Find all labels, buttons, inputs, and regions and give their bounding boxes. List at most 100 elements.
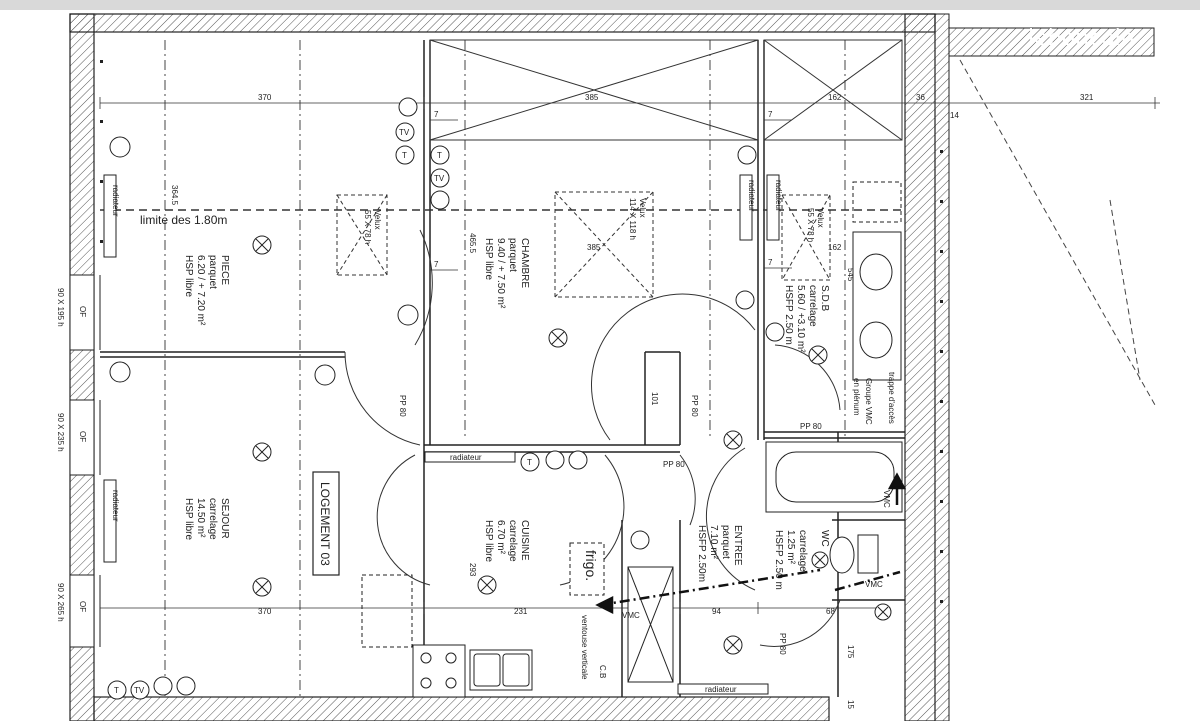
svg-text:9.40 / + 7.50 m²: 9.40 / + 7.50 m² (495, 238, 506, 309)
svg-text:1.25 m²: 1.25 m² (785, 530, 796, 565)
svg-text:SEJOUR: SEJOUR (219, 498, 230, 539)
vmc-label-3: VMC (622, 611, 640, 620)
cb-label: C.B (598, 665, 607, 678)
velux-mid (554, 191, 654, 298)
svg-text:parquet: parquet (507, 238, 518, 272)
window-2: 90 X 235 h OF (56, 413, 87, 452)
dim-7d: 7 (768, 258, 773, 267)
radiator-label-2: radiateur (111, 490, 120, 522)
window-3: 90 X 265 h OF (56, 583, 87, 622)
dim-bottom-68: 68 (826, 607, 835, 616)
velux-left (336, 194, 388, 276)
room-sdb: S.D.B carrelage 5.60 / +3.10 m² HSFP 2.5… (783, 285, 830, 353)
room-entree: ENTREE parquet 7.10 m² HSFP 2.50m (696, 525, 743, 582)
trappe-label: trappe d'accès (887, 372, 896, 424)
ventouse-label: ventouse verticale (580, 615, 589, 680)
velux-left-size: 55 X 78 h (363, 210, 372, 244)
room-sejour: SEJOUR carrelage 14.50 m² HSP libre (183, 498, 230, 540)
tv-sockets (107, 122, 540, 700)
svg-text:6.70 m²: 6.70 m² (495, 520, 506, 555)
tv-socket-label-2: TV (434, 174, 445, 183)
svg-text:ENTREE: ENTREE (732, 525, 743, 566)
dim-v-175: 175 (846, 645, 855, 659)
room-chambre: CHAMBRE parquet 9.40 / + 7.50 m² HSP lib… (483, 238, 530, 309)
velux-left-label: Velux (373, 210, 382, 230)
pp80-label-5: PP 80 (778, 633, 787, 655)
door-swings (344, 229, 841, 647)
dim-v-101: 101 (650, 392, 659, 406)
pp80-label-4: PP 80 (663, 460, 685, 469)
svg-text:WC: WC (819, 530, 830, 547)
radiator-label-6: radiateur (705, 685, 737, 694)
interior-walls (100, 40, 905, 697)
t-socket-label-2: T (437, 151, 442, 160)
wall-studs (100, 60, 943, 603)
svg-text:HSP libre: HSP libre (483, 520, 494, 562)
axis-lines (164, 40, 846, 697)
svg-text:OF: OF (78, 601, 87, 612)
svg-text:S.D.B: S.D.B (819, 285, 830, 311)
dim-top-36: 36 (916, 93, 925, 102)
svg-text:HSP libre: HSP libre (183, 255, 194, 297)
vmc-label-2: VMC (865, 580, 883, 589)
svg-text:OF: OF (78, 306, 87, 317)
dim-v-162b: 162 (828, 243, 842, 252)
svg-text:6.20 / + 7.20 m²: 6.20 / + 7.20 m² (195, 255, 206, 326)
t-socket-label-1: T (402, 151, 407, 160)
svg-text:7.10 m²: 7.10 m² (708, 525, 719, 560)
velux-right-size: 55 X 78 h (806, 208, 815, 242)
small-dim-markers (430, 119, 792, 271)
title-box (312, 471, 340, 576)
dim-top-321: 321 (1080, 93, 1094, 102)
svg-text:HSP libre: HSP libre (483, 238, 494, 280)
watermark-logo: leboncoin (1028, 26, 1135, 51)
dim-v-465: 465.5 (468, 233, 477, 254)
svg-text:parquet: parquet (720, 525, 731, 559)
groupe-vmc-label: Groupe VMC (864, 378, 873, 425)
dim-top-14: 14 (950, 111, 959, 120)
svg-text:90 X 195 h: 90 X 195 h (56, 288, 65, 327)
svg-text:90 X 235 h: 90 X 235 h (56, 413, 65, 452)
dim-7c: 7 (768, 110, 773, 119)
vmc-label-1: VMC (882, 490, 891, 508)
svg-text:HSFP 2.50 m: HSFP 2.50 m (783, 285, 794, 345)
outlets (109, 97, 785, 696)
bathroom-fixtures (765, 181, 903, 574)
vmc-arrows (595, 472, 907, 615)
svg-text:CHAMBRE: CHAMBRE (519, 238, 530, 288)
svg-text:carrelage: carrelage (797, 530, 808, 572)
room-cuisine: CUISINE carrelage 6.70 m² HSP libre (483, 520, 530, 562)
top-band (0, 0, 1200, 10)
svg-text:CUISINE: CUISINE (519, 520, 530, 561)
en-plenum-label: en plénum (852, 378, 861, 416)
dim-bottom-370: 370 (258, 607, 272, 616)
roof-void (429, 39, 903, 141)
svg-text:HSFP 2.50 m: HSFP 2.50 m (773, 530, 784, 590)
svg-text:PIECE: PIECE (219, 255, 230, 285)
svg-text:OF: OF (78, 431, 87, 442)
dim-7b: 7 (434, 260, 439, 269)
radiator-label-4: radiateur (774, 180, 783, 212)
dim-top-385: 385 (585, 93, 599, 102)
svg-text:parquet: parquet (207, 255, 218, 289)
svg-text:carrelage: carrelage (207, 498, 218, 540)
radiator-label-1: radiateur (111, 185, 120, 217)
frigo-label: frigo. (583, 550, 599, 581)
t-socket-label-4: T (114, 686, 119, 695)
top-dimension (99, 97, 1160, 109)
exterior-lines (959, 59, 1156, 406)
tv-socket-label-3: TV (134, 686, 145, 695)
dim-v-385: 385 (587, 243, 601, 252)
dim-bottom-231: 231 (514, 607, 528, 616)
velux-mid-label: Velux (638, 198, 647, 218)
window-1: 90 X 195 h OF (56, 288, 87, 327)
svg-text:14.50 m²: 14.50 m² (195, 498, 206, 538)
svg-text:carrelage: carrelage (807, 285, 818, 327)
bottom-dimension (100, 602, 880, 614)
velux-mid-size: 114 X 118 h (628, 198, 637, 240)
light-fixtures (252, 235, 892, 655)
dim-7a: 7 (434, 110, 439, 119)
svg-text:90 X 265 h: 90 X 265 h (56, 583, 65, 622)
pp80-label-2: PP 80 (690, 395, 699, 417)
